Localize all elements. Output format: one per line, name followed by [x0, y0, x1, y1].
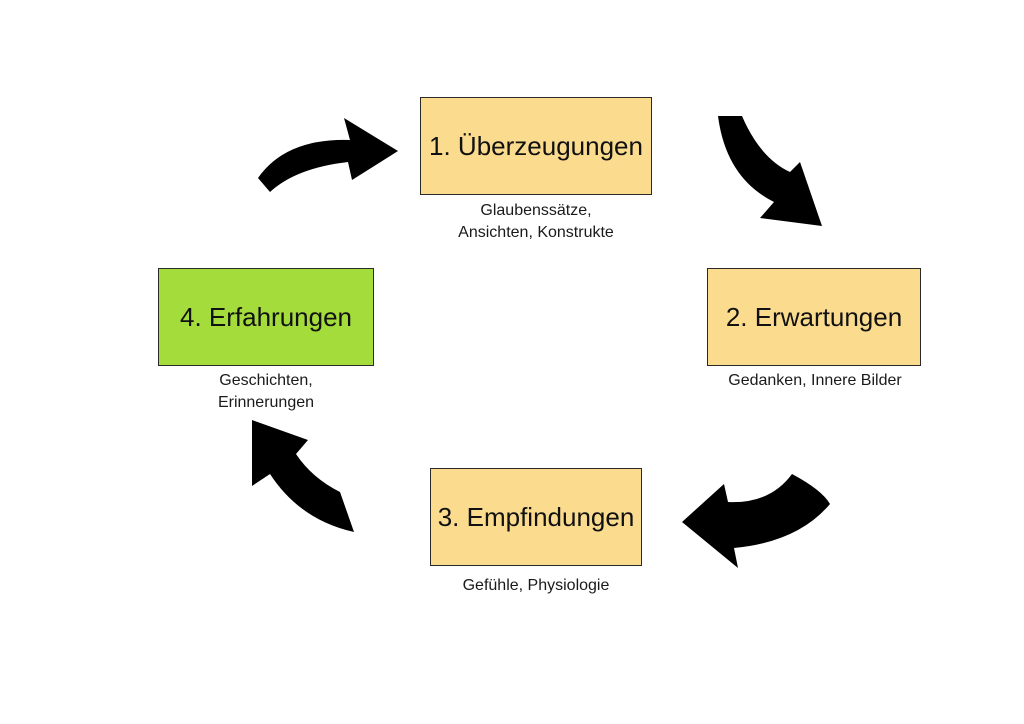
arrow-erfahrungen-to-ueberzeugungen-icon [258, 118, 398, 192]
caption-erfahrungen: Geschichten, Erinnerungen [168, 370, 364, 414]
arrow-erwartungen-to-empfindungen-icon [682, 474, 830, 568]
caption-line: Glaubenssätze, [480, 202, 592, 219]
node-label: 2. Erwartungen [725, 301, 903, 332]
node-label: 1. Überzeugungen [429, 130, 643, 161]
node-label: 3. Empfindungen [437, 501, 635, 532]
caption-line: Gefühle, Physiologie [462, 577, 610, 594]
caption-empfindungen: Gefühle, Physiologie [430, 575, 642, 597]
caption-line: Geschichten, [219, 372, 313, 389]
node-erwartungen: 2. Erwartungen [707, 268, 921, 366]
node-ueberzeugungen: 1. Überzeugungen [420, 97, 652, 195]
node-empfindungen: 3. Empfindungen [430, 468, 642, 566]
caption-ueberzeugungen: Glaubenssätze, Ansichten, Konstrukte [426, 200, 646, 244]
arrow-empfindungen-to-erfahrungen-icon [252, 420, 354, 532]
caption-line: Gedanken, Innere Bilder [728, 372, 902, 389]
caption-line: Erinnerungen [217, 394, 315, 411]
node-erfahrungen: 4. Erfahrungen [158, 268, 374, 366]
caption-line: Ansichten, Konstrukte [458, 224, 614, 241]
node-label: 4. Erfahrungen [179, 301, 352, 332]
caption-erwartungen: Gedanken, Innere Bilder [700, 370, 930, 392]
arrow-ueberzeugungen-to-erwartungen-icon [718, 116, 822, 226]
